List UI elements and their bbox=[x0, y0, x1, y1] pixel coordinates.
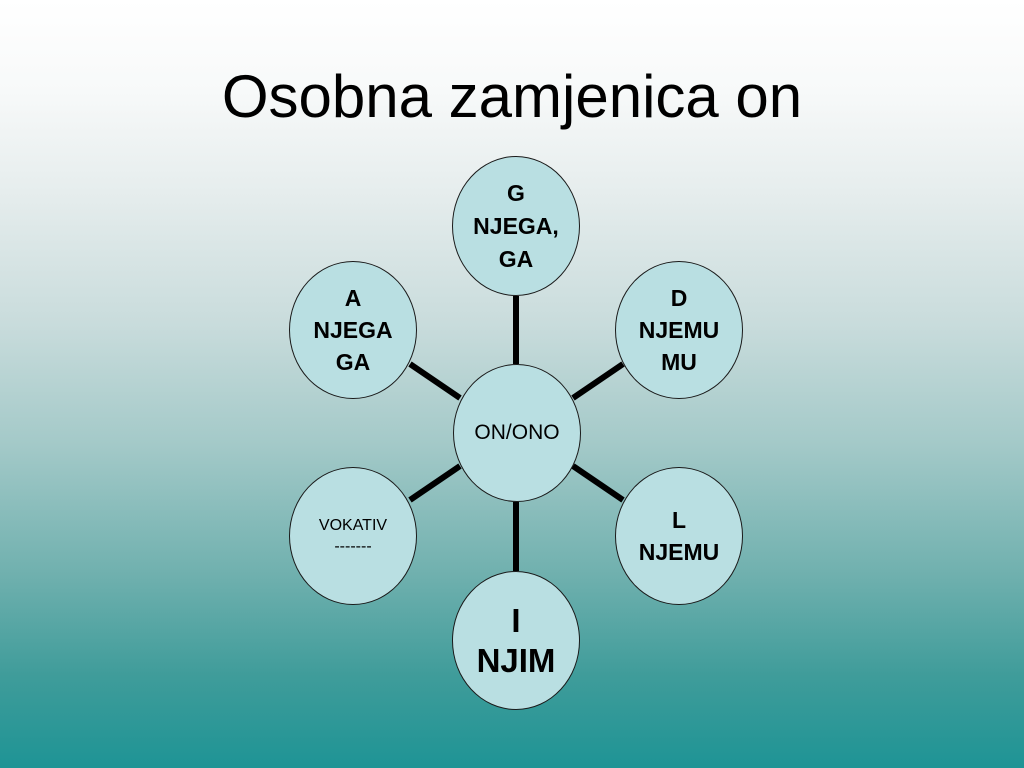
center-node-label: ON/ONO bbox=[474, 421, 560, 444]
node-genitive: G NJEGA, GA bbox=[452, 156, 580, 296]
center-node-on-ono: ON/ONO bbox=[453, 364, 581, 502]
node-genitive-case: G bbox=[507, 179, 525, 206]
node-dative-form-short: MU bbox=[661, 349, 697, 375]
node-genitive-form-short: GA bbox=[498, 245, 534, 272]
node-dative-case: D bbox=[670, 285, 688, 311]
node-accusative-case: A bbox=[344, 285, 362, 311]
slide-title: Osobna zamjenica on bbox=[221, 63, 803, 130]
node-accusative: A NJEGA GA bbox=[289, 261, 417, 399]
node-vocative-form: ------- bbox=[334, 538, 372, 555]
connector-dative bbox=[571, 361, 625, 401]
node-locative-case: L bbox=[671, 507, 687, 533]
connector-vocative bbox=[408, 463, 462, 503]
node-vocative-case: VOKATIV bbox=[318, 517, 388, 534]
node-accusative-form-short: GA bbox=[335, 349, 371, 375]
connector-locative bbox=[571, 463, 625, 503]
node-instrumental: I NJIM bbox=[452, 571, 580, 710]
node-instrumental-case: I bbox=[511, 601, 521, 639]
node-accusative-form-long: NJEGA bbox=[313, 317, 393, 343]
node-locative: L NJEMU bbox=[615, 467, 743, 605]
node-locative-form: NJEMU bbox=[638, 539, 720, 565]
node-dative: D NJEMU MU bbox=[615, 261, 743, 399]
node-genitive-form-long: NJEGA, bbox=[473, 212, 559, 239]
node-dative-form-long: NJEMU bbox=[638, 317, 720, 343]
node-instrumental-form: NJIM bbox=[476, 641, 556, 679]
node-vocative: VOKATIV ------- bbox=[289, 467, 417, 605]
connector-accusative bbox=[408, 361, 462, 401]
